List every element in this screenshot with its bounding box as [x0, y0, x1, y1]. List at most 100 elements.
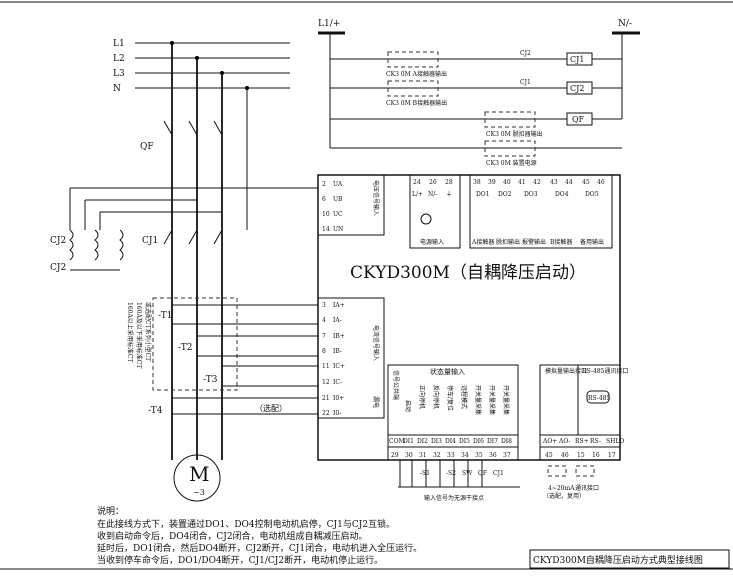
label-device-rs-terms-2: 17: [608, 452, 616, 459]
label-device-do-terms-8: 46: [597, 179, 605, 186]
ct-t2-label: -T2: [178, 343, 192, 353]
label-device-current-names-6: I0+: [333, 395, 344, 402]
motor-label: M: [189, 462, 209, 486]
label-device-di-items-6: DI6: [473, 438, 484, 445]
label-device-voltage-terms-0: 2: [322, 181, 326, 188]
label-device-do-labels-2: 报警输出: [522, 238, 546, 246]
ctrl-row1-interlock: CJ2: [520, 50, 531, 57]
di-header: 状态量输入: [430, 367, 465, 376]
label-device-voltage-names-3: UN: [333, 226, 343, 233]
label-device-power-terms-2: 28: [445, 179, 453, 186]
label-device-di-items-4: DI4: [445, 438, 456, 445]
rs-output-label: 通讯接口: [575, 484, 599, 492]
label-device-do-terms-3: 41: [518, 179, 526, 186]
label-device-voltage-terms-1: 6: [322, 196, 326, 203]
label-device-rs-terms-1: 16: [592, 452, 600, 459]
di-common-label: 信号公共端: [392, 370, 400, 400]
label-device-do-terms-2: 40: [503, 179, 511, 186]
label-device-di-terms-1: 30: [405, 452, 413, 459]
line-label-l3: L3: [113, 69, 125, 79]
label-device-power-names-2: ⏚: [446, 191, 452, 198]
label-device-current-names-1: IA-: [333, 317, 342, 324]
di-labels: 启动正向停机 反向停机停车/复位 远程模式开关量采集 开关量采集开关量采集: [404, 385, 510, 415]
caption-box: [529, 549, 730, 569]
label-device-do-terms-6: 44: [565, 179, 573, 186]
ct-t3-label: -T3: [203, 375, 218, 385]
cj2-label-top: CJ2: [50, 236, 66, 246]
label-device-do-labels-0: A接触器: [471, 238, 494, 246]
device-title: CKYD300M（自耦降压启动）: [350, 263, 586, 283]
label-inputs-s2: -S2: [446, 470, 456, 477]
cj2-label-bottom: CJ2: [50, 263, 66, 273]
label-device-current-names-3: IB-: [333, 348, 342, 355]
n-bus-label: N/-: [618, 19, 632, 29]
line-label-l1: L1: [113, 39, 125, 49]
ao-output-label: 4~20mA: [548, 485, 575, 492]
motor: M ~3: [173, 454, 221, 502]
label-device-do-terms-5: 43: [550, 179, 558, 186]
label-inputs-s1: -S1: [420, 470, 430, 477]
ctrl-row2-caption: CK3 0M B接触器输出: [386, 99, 447, 107]
label-inputs-sw: SW: [462, 470, 473, 477]
label-device-di-labels-1: 正向停机: [418, 385, 426, 409]
label-device-di-terms-7: 36: [489, 452, 497, 459]
label-device-current-terms-3: 8: [322, 348, 326, 355]
ct-note-2: 160A及以下采用标准CT: [135, 302, 143, 368]
current-input-label: 电流信号输入: [372, 325, 380, 361]
qf-label: QF: [140, 142, 154, 152]
label-device-do-names-1: DO2: [498, 191, 512, 198]
label-inputs-cj1: CJ1: [493, 470, 504, 477]
label-device-di-labels-3: 停车/复位: [446, 385, 454, 411]
label-device-ao-terms-0: 45: [545, 452, 553, 459]
label-device-ao-items-0: AO+: [542, 438, 557, 445]
label-device-voltage-names-0: UA: [333, 181, 343, 188]
label-device-di-terms-5: 34: [461, 452, 469, 459]
motor-phase: ~3: [193, 488, 205, 497]
ctrl-row2-interlock: CJ1: [520, 79, 531, 86]
label-device-di-terms-6: 35: [475, 452, 483, 459]
label-device-do-terms-7: 45: [582, 179, 590, 186]
label-device-do-names-2: DO3: [524, 191, 538, 198]
ct-t4-label: -T4: [148, 406, 163, 416]
label-device-rs-terms-0: 15: [577, 452, 585, 459]
label-device-di-labels-0: 启动: [404, 400, 412, 412]
cj1-label: CJ1: [142, 236, 158, 246]
notes-title: 说明：: [97, 505, 124, 517]
label-device-di-terms-3: 32: [433, 452, 441, 459]
label-device-do-labels-1: 脱扣输出: [496, 238, 520, 246]
label-device-do-terms-0: 38: [473, 179, 481, 186]
label-device-power-names-1: N/-: [428, 191, 437, 198]
current-transformers: -T1 -T2 -T3 -T4 （选配） 160A以上采用标准CT 160A及以…: [70, 187, 318, 416]
label-device-do-labels-4: 备用输出: [580, 238, 604, 246]
label-device-current-names-2: IB+: [333, 333, 345, 340]
ctrl-row1-caption: CK3 0M A接触器输出: [386, 70, 447, 78]
label-device-voltage-names-2: UC: [333, 211, 343, 218]
label-inputs-qf: QF: [478, 470, 487, 477]
power-input-label: 电源输入: [420, 238, 444, 246]
label-device-do-names-0: DO1: [476, 191, 490, 198]
coil-qf: QF: [572, 115, 585, 124]
rs-header: RS-485通讯接口: [582, 367, 628, 375]
diagram-caption: CKYD300M自耦降压启动方式典型接线图: [533, 554, 703, 566]
label-device-di-items-0: COM: [389, 438, 405, 445]
label-device-di-items-2: DI2: [417, 438, 428, 445]
label-device-current-names-5: IC-: [333, 379, 342, 386]
note-line: 在此接线方式下，装置通过DO1、DO4控制电动机启停，CJ1与CJ2互锁。: [97, 518, 395, 530]
coil-cj2: CJ2: [570, 84, 584, 93]
label-device-di-terms-2: 31: [419, 452, 427, 459]
label-device-di-labels-7: 开关量采集: [502, 385, 510, 415]
label-device-current-terms-5: 12: [322, 379, 330, 386]
label-device-di-terms-0: 29: [391, 452, 399, 459]
label-device-di-labels-6: 开关量采集: [488, 385, 496, 415]
label-device-current-terms-4: 11: [322, 363, 330, 370]
ct-note-3: 或选配CT系列小型CT: [144, 302, 152, 361]
label-device-voltage-terms-3: 14: [322, 226, 330, 233]
ct-optional-label: （选配）: [255, 403, 287, 413]
label-device-ao-terms-1: 46: [561, 452, 569, 459]
input-caption: 输入信号为无源干接点: [424, 494, 484, 502]
label-device-di-items-1: DI1: [403, 438, 414, 445]
label-device-voltage-terms-2: 10: [322, 211, 330, 218]
